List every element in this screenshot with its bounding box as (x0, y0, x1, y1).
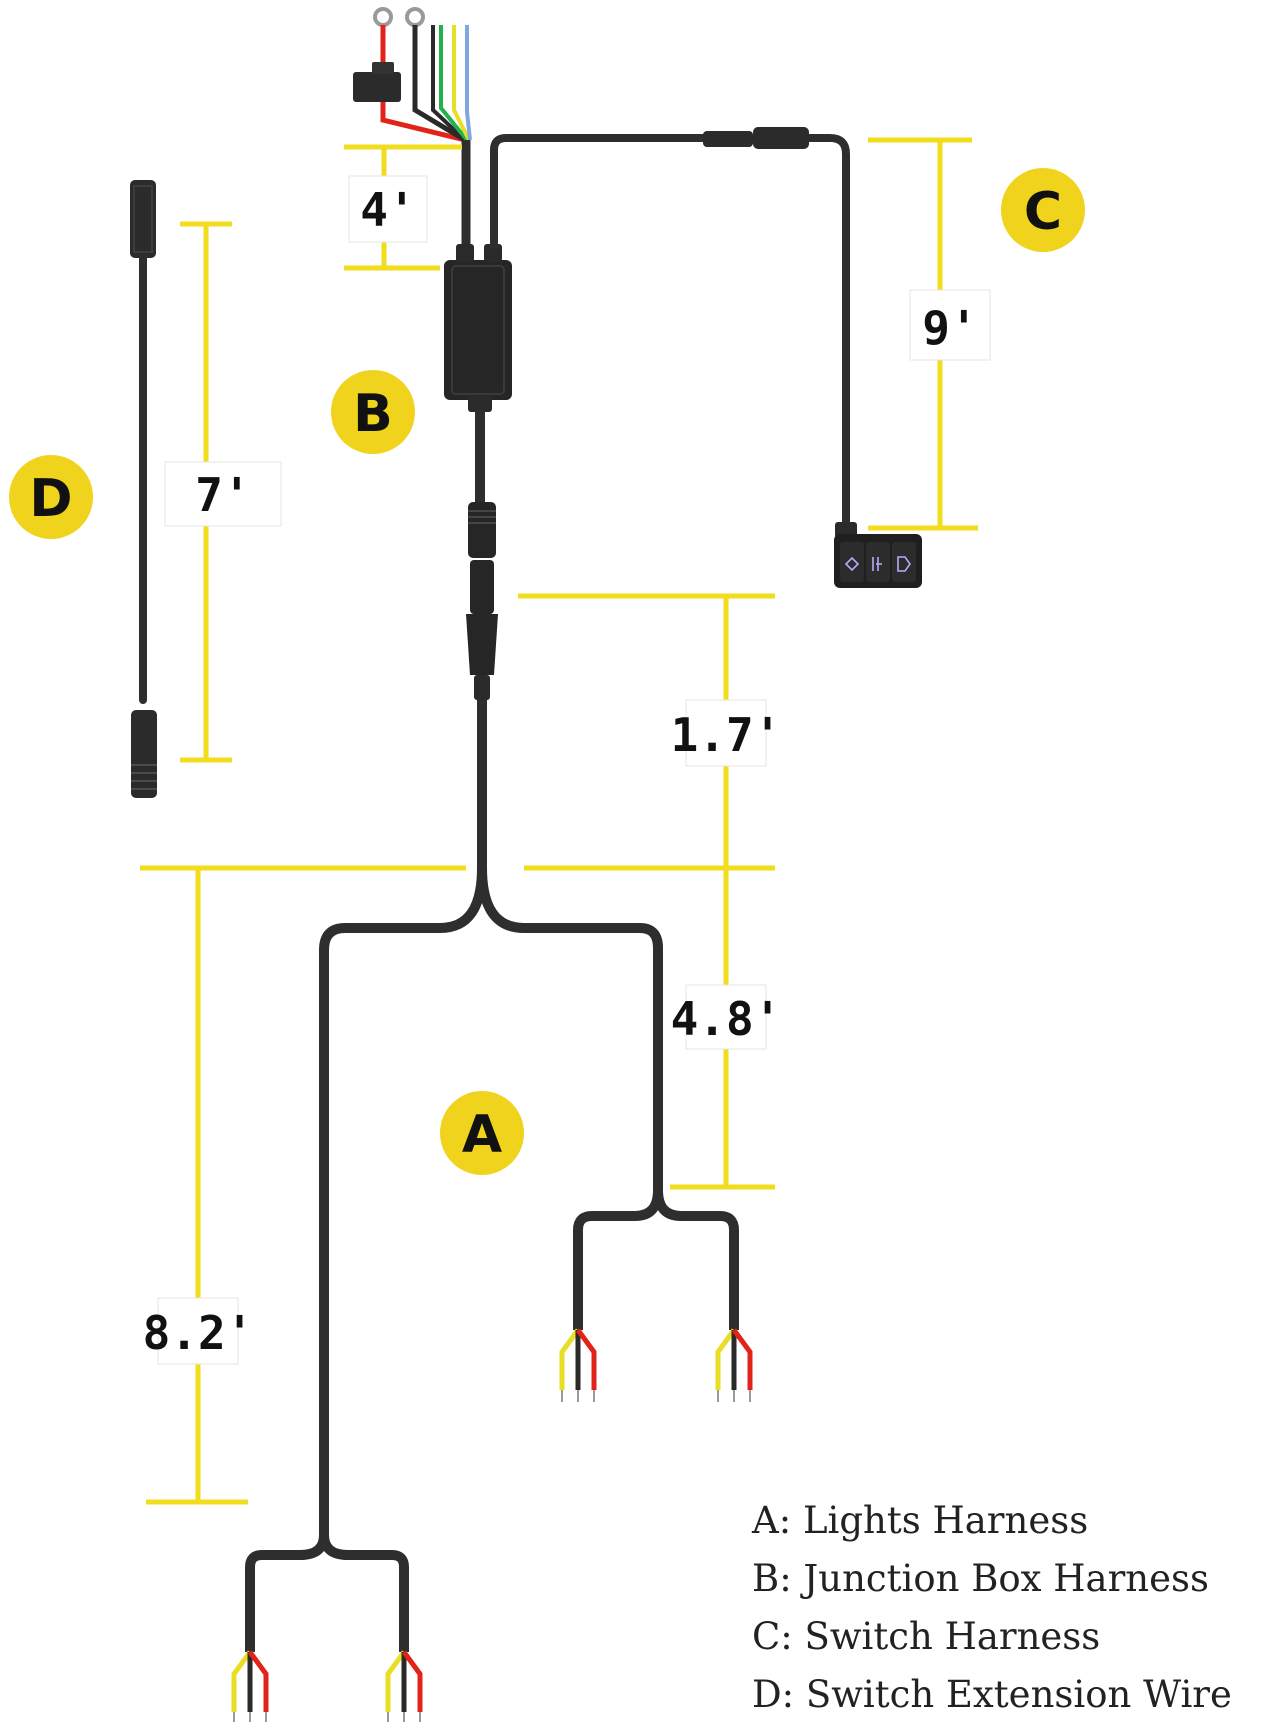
svg-text:A: A (462, 1105, 502, 1165)
badge-b: B (331, 370, 415, 454)
legend-item-c: C: Switch Harness (752, 1615, 1101, 1658)
dimension-label-1-7ft: 1.7' (671, 699, 782, 767)
extension-connector-bottom (131, 710, 157, 798)
wire-ends-left-2 (385, 1650, 423, 1722)
ring-terminal-icon (405, 7, 425, 27)
wire-ends-right-2 (715, 1328, 753, 1402)
legend-item-d: D: Switch Extension Wire (752, 1673, 1232, 1716)
badge-c: C (1001, 168, 1085, 252)
svg-text:4.8': 4.8' (671, 992, 782, 1046)
legend-item-b: B: Junction Box Harness (752, 1557, 1210, 1600)
switch-extension-wire (130, 180, 157, 798)
junction-box-harness (353, 7, 512, 412)
svg-text:1.7': 1.7' (671, 708, 782, 762)
switch-harness (490, 127, 922, 588)
svg-text:D: D (29, 469, 72, 529)
svg-text:B: B (353, 384, 393, 444)
legend-item-a: A: Lights Harness (752, 1499, 1089, 1542)
badge-a: A (440, 1091, 524, 1175)
dimension-lines (140, 137, 978, 1505)
light-switch-icon (840, 542, 864, 582)
badge-d: D (9, 455, 93, 539)
dimension-label-9ft: 9' (909, 289, 991, 361)
lights-connector-bottom (466, 614, 498, 675)
fuse-holder (353, 72, 401, 102)
wire-ends-left-1 (231, 1650, 269, 1722)
ring-terminal-icon (373, 7, 393, 27)
svg-text:7': 7' (195, 468, 250, 522)
svg-text:8.2': 8.2' (143, 1306, 254, 1360)
lights-harness (231, 410, 753, 1722)
legend: A: Lights Harness B: Junction Box Harnes… (752, 1492, 1252, 1724)
dimension-label-8-2ft: 8.2' (143, 1297, 254, 1365)
junction-box (444, 260, 512, 400)
svg-text:4': 4' (360, 183, 415, 237)
light-switch-icon (892, 542, 916, 582)
wire-ends-right-1 (559, 1328, 597, 1402)
svg-text:9': 9' (922, 301, 977, 355)
extension-connector-top (130, 180, 156, 258)
dimension-label-4ft: 4' (348, 175, 428, 243)
dimension-label-7ft: 7' (164, 461, 282, 527)
switch-connector (703, 131, 753, 147)
svg-text:C: C (1024, 182, 1062, 242)
dimension-label-4-8ft: 4.8' (671, 984, 782, 1050)
